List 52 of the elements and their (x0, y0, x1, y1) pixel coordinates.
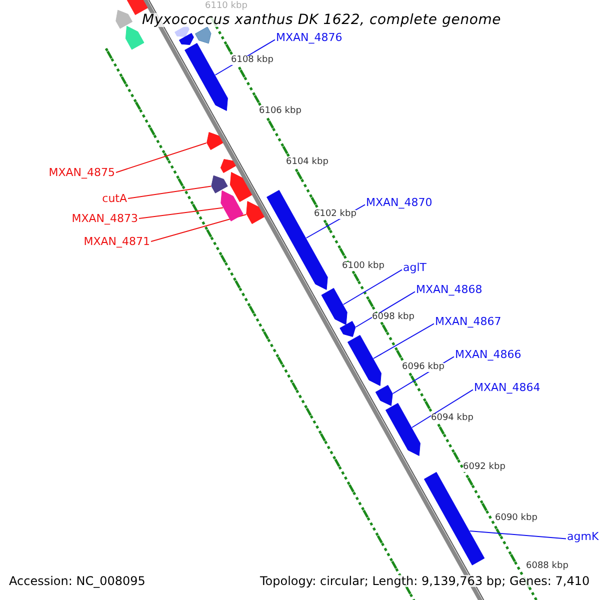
gene-block (184, 42, 228, 111)
gene-block (230, 172, 252, 202)
gene-block (375, 384, 393, 406)
gene-label: cutA (102, 193, 127, 204)
gene-block (321, 288, 348, 325)
gene-block (126, 0, 148, 16)
gene-label: MXAN_4864 (474, 382, 540, 393)
scale-label: 6096 kbp (402, 363, 444, 372)
scale-label: 6088 kbp (526, 562, 568, 571)
gene-block (340, 320, 356, 337)
gene-block (220, 190, 244, 222)
accession-text: Accession: NC_008095 (9, 575, 146, 587)
leader-line (138, 207, 224, 219)
gene-label: agmK (567, 531, 599, 542)
leader-line (412, 389, 474, 428)
scale-label: 6108 kbp (231, 56, 274, 65)
leader-line (342, 269, 402, 305)
leader-line (150, 214, 247, 242)
leader-line (116, 142, 207, 173)
leader-line (128, 186, 212, 199)
gene-block (194, 26, 212, 44)
gene-label: MXAN_4868 (416, 284, 482, 295)
scale-label: 6100 kbp (342, 262, 384, 271)
scale-label: 6098 kbp (372, 313, 414, 322)
scale-label: 6094 kbp (431, 414, 474, 423)
gene-block (246, 201, 264, 224)
gene-label: MXAN_4867 (435, 316, 502, 327)
gene-block (424, 472, 485, 566)
gene-label: MXAN_4870 (366, 197, 432, 208)
leader-line (355, 291, 416, 328)
scale-label: 6092 kbp (463, 463, 506, 472)
gene-block (178, 32, 194, 45)
gene-label: aglT (403, 262, 426, 273)
gene-block (385, 402, 420, 456)
gene-label: MXAN_4866 (455, 349, 522, 360)
scale-label: 6102 kbp (314, 210, 356, 219)
gene-label: MXAN_4875 (48, 167, 115, 178)
title: Myxococcus xanthus DK 1622, complete genome (142, 13, 502, 27)
gene-block (347, 334, 382, 386)
gene-block (220, 159, 236, 174)
scale-label: 6090 kbp (495, 514, 538, 523)
gene-block (116, 10, 133, 29)
gene-block (125, 26, 144, 50)
leader-line (373, 323, 434, 359)
gene-label: MXAN_4871 (84, 236, 150, 247)
leader-line (469, 530, 566, 540)
scale-label: 6104 kbp (286, 158, 328, 167)
gene-label: MXAN_4873 (72, 213, 138, 224)
scale-label: 6110 kbp (205, 2, 248, 11)
scale-label: 6106 kbp (259, 107, 302, 116)
gene-label: MXAN_4876 (276, 32, 342, 43)
gene-block (206, 132, 224, 150)
